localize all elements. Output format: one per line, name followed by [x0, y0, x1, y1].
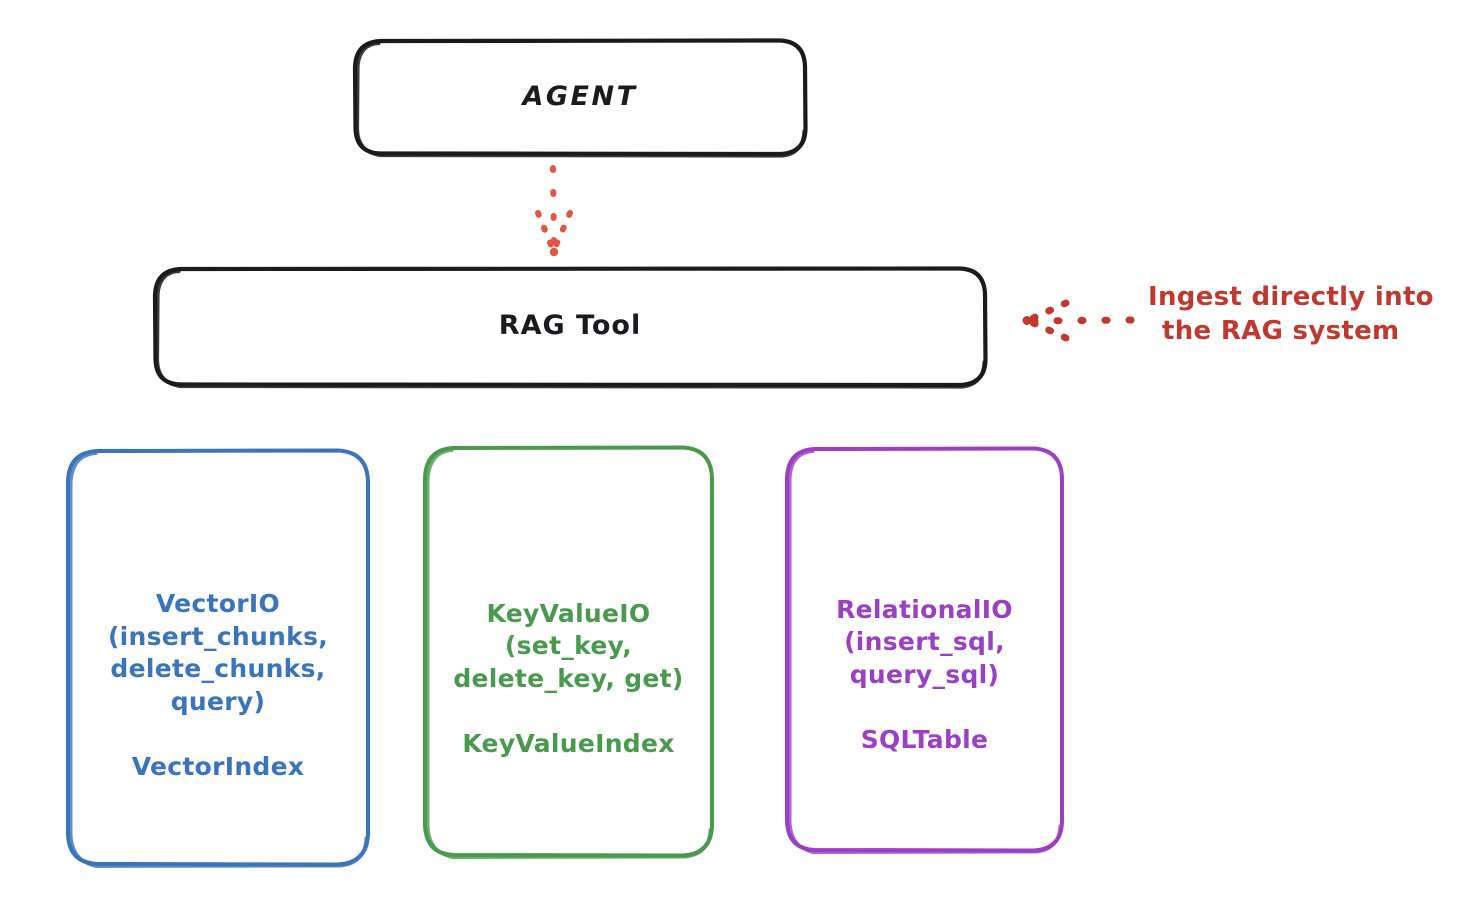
rag-tool-label: RAG Tool [498, 310, 642, 342]
ingest-annotation-line-1: Ingest directly into [1148, 282, 1434, 312]
rag-tool-node[interactable]: RAG Tool [155, 268, 985, 385]
key-value-index-label: KeyValueIndex [462, 729, 675, 759]
vector-box-outline [66, 448, 370, 868]
vector-io-content: VectorIO (insert_chunks, delete_chunks, … [108, 588, 328, 781]
vector-io-node[interactable]: VectorIO (insert_chunks, delete_chunks, … [68, 450, 368, 865]
key-value-io-api-label: KeyValueIO (set_key, delete_key, get) [453, 598, 684, 693]
relational-io-api-label: RelationalIO (insert_sql, query_sql) [836, 594, 1013, 689]
relational-io-content: RelationalIO (insert_sql, query_sql) SQL… [836, 594, 1013, 755]
agent-label: AGENT [522, 80, 638, 112]
sql-table-label: SQLTable [860, 725, 989, 755]
relational-box-outline [785, 446, 1064, 854]
agent-to-rag-arrow [535, 165, 573, 257]
relational-io-node[interactable]: RelationalIO (insert_sql, query_sql) SQL… [787, 448, 1062, 850]
rag-tool-box-outline [152, 266, 988, 389]
keyvalue-box-outline [423, 445, 714, 859]
agent-box-outline [352, 38, 808, 158]
vector-index-label: VectorIndex [131, 752, 305, 781]
agent-node[interactable]: AGENT [355, 40, 805, 154]
ingest-annotation-line-2: the RAG system [1162, 316, 1400, 347]
vector-io-api-label: VectorIO (insert_chunks, delete_chunks, … [107, 589, 329, 716]
key-value-io-content: KeyValueIO (set_key, delete_key, get) Ke… [453, 598, 683, 759]
key-value-io-node[interactable]: KeyValueIO (set_key, delete_key, get) Ke… [425, 447, 712, 855]
ingest-annotation: Ingest directly into the RAG system [1148, 280, 1478, 349]
ingest-arrow [1022, 299, 1135, 342]
